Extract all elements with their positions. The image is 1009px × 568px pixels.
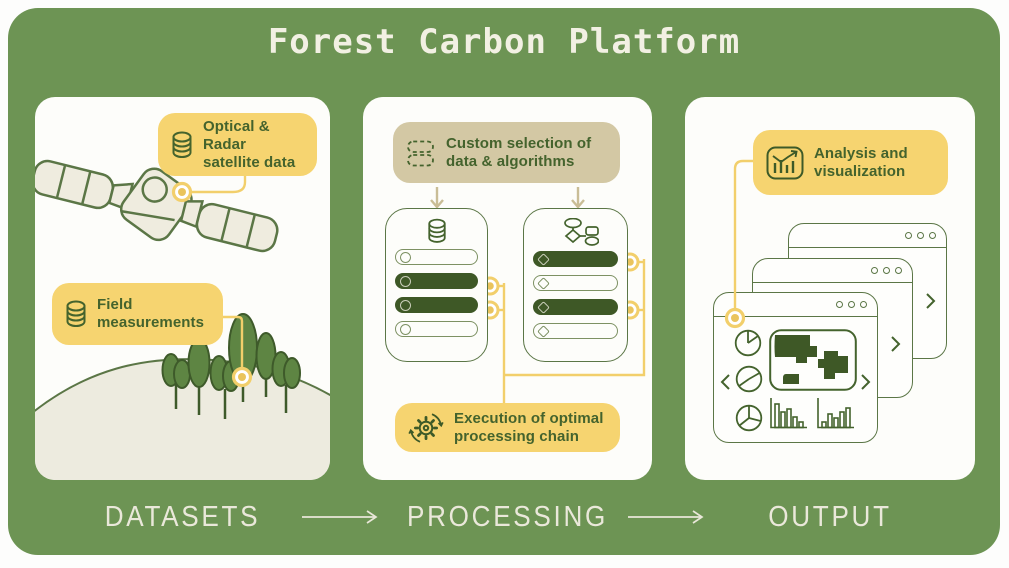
window-titlebar — [714, 293, 877, 317]
window-titlebar — [789, 224, 946, 248]
dataset-row[interactable] — [395, 273, 478, 289]
field-measurements-label-text: Field measurements — [97, 296, 205, 331]
pie-chart-icon — [735, 404, 763, 432]
execution-label-text: Execution of optimal processing chain — [454, 409, 604, 445]
data-rows — [395, 249, 478, 337]
flow-step-output: OUTPUT — [768, 501, 892, 533]
analysis-visualization-label: Analysis and visualization — [753, 130, 948, 195]
custom-selection-label: Custom selection of data & algorithms — [393, 122, 620, 183]
down-arrow-icon — [430, 187, 585, 209]
radio-circle-icon — [400, 323, 411, 335]
flow-arrow-icon — [628, 510, 704, 524]
algorithm-row[interactable] — [533, 323, 618, 339]
radio-circle-icon — [400, 251, 411, 263]
diamond-icon — [537, 276, 550, 290]
dataset-row[interactable] — [395, 321, 478, 337]
algorithm-selection-list — [523, 208, 628, 362]
flowchart-icon — [563, 218, 599, 246]
execution-label: Execution of optimal processing chain — [395, 403, 620, 452]
algorithm-row[interactable] — [533, 275, 618, 291]
algorithm-row[interactable] — [533, 251, 618, 267]
gear-refresh-icon — [408, 412, 444, 443]
data-selection-list — [385, 208, 488, 362]
forest-map-patches — [774, 335, 848, 384]
satellite-data-marker — [171, 181, 193, 203]
connector-lines — [182, 175, 247, 367]
database-icon — [66, 300, 86, 327]
dashed-selection-icon — [407, 140, 434, 166]
chevron-left-icon[interactable] — [720, 373, 731, 391]
datasets-panel: Optical & Radar satellite data Field mea… — [35, 97, 330, 480]
database-icon — [172, 131, 192, 158]
optical-radar-label: Optical & Radar satellite data — [158, 113, 317, 176]
flow-step-datasets: DATASETS — [104, 501, 261, 533]
bar-chart-icon — [817, 398, 854, 429]
window-dot-icon — [929, 232, 936, 239]
window-dot-icon — [848, 301, 855, 308]
window-dot-icon — [895, 267, 902, 274]
output-panel: Analysis and visualization — [685, 97, 975, 480]
window-dot-icon — [836, 301, 843, 308]
trees-illustration — [161, 313, 301, 419]
flow-step-processing: PROCESSING — [406, 501, 609, 533]
algorithm-rows — [533, 251, 618, 339]
diamond-icon — [537, 324, 550, 338]
bar-chart-icon — [770, 398, 807, 429]
diamond-icon — [537, 300, 550, 314]
database-icon — [427, 218, 446, 243]
map-thumbnail[interactable] — [769, 329, 857, 391]
datasets-illustration — [35, 159, 330, 480]
chevron-right-icon[interactable] — [860, 373, 871, 391]
radio-circle-icon — [400, 299, 411, 311]
chevron-right-icon[interactable] — [890, 335, 901, 353]
analysis-visualization-label-text: Analysis and visualization — [814, 144, 908, 180]
pie-chart-icon — [735, 365, 763, 393]
window-titlebar — [753, 259, 912, 283]
window-dot-icon — [860, 301, 867, 308]
processing-panel: Custom selection of data & algorithms — [363, 97, 652, 480]
radio-circle-icon — [400, 275, 411, 287]
field-measurements-label: Field measurements — [52, 283, 223, 345]
pie-chart-icon — [734, 329, 762, 357]
chart-trend-icon — [766, 146, 804, 179]
flow-arrow-icon — [302, 510, 378, 524]
chevron-right-icon[interactable] — [925, 292, 936, 310]
window-dot-icon — [871, 267, 878, 274]
optical-radar-label-text: Optical & Radar satellite data — [203, 117, 296, 171]
app-window-front — [713, 292, 878, 443]
window-dot-icon — [905, 232, 912, 239]
window-dot-icon — [883, 267, 890, 274]
custom-selection-label-text: Custom selection of data & algorithms — [446, 134, 592, 170]
dataset-row[interactable] — [395, 297, 478, 313]
field-data-marker — [231, 366, 253, 388]
page-title: Forest Carbon Platform — [267, 22, 741, 62]
dataset-row[interactable] — [395, 249, 478, 265]
window-dot-icon — [917, 232, 924, 239]
algorithm-row[interactable] — [533, 299, 618, 315]
diamond-icon — [537, 252, 550, 266]
